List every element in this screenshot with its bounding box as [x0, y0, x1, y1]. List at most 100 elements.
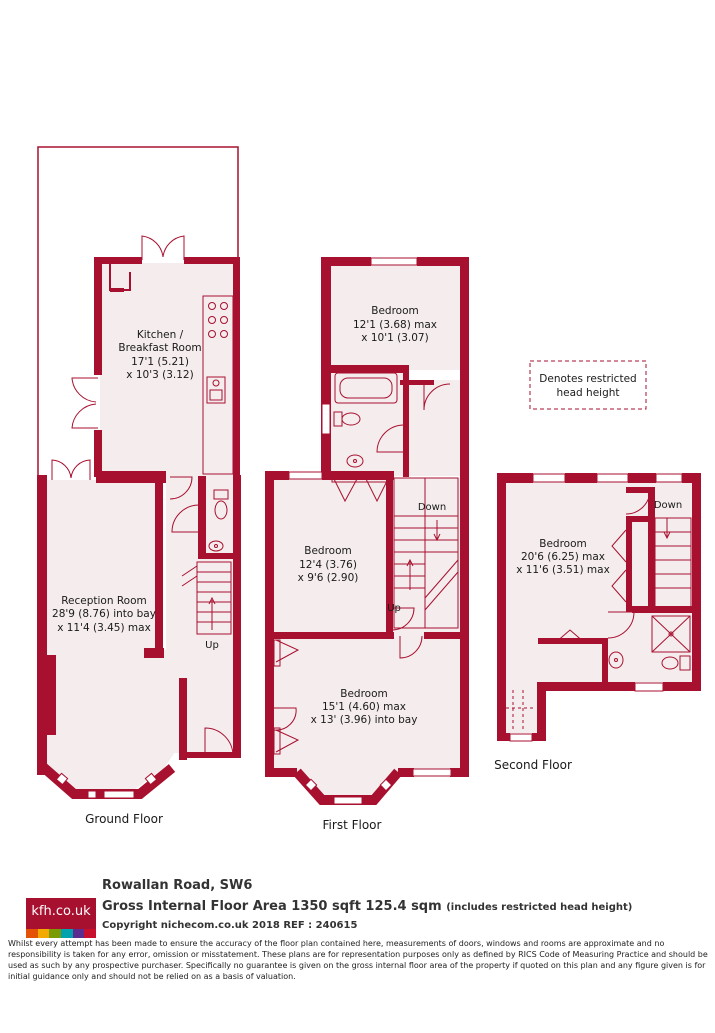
wall — [322, 471, 394, 480]
wall — [96, 475, 166, 483]
garden-outline — [37, 146, 239, 475]
wall — [155, 475, 163, 657]
wall — [602, 642, 608, 684]
wardrobe — [554, 529, 627, 644]
kfh-logo[interactable]: kfh.co.uk — [26, 898, 96, 938]
second-floor-label: Second Floor — [494, 758, 572, 772]
wall — [94, 257, 102, 375]
gia-main: Gross Internal Floor Area 1350 sqft 125.… — [102, 899, 442, 914]
first-bedroom-1-name: Bedroom — [371, 305, 419, 317]
staircase — [181, 561, 232, 635]
bath-icon — [334, 372, 398, 404]
wall — [497, 473, 533, 483]
wall — [265, 471, 274, 777]
hob-icon — [208, 302, 228, 338]
sink-icon — [206, 376, 226, 404]
wc-icon — [213, 489, 229, 520]
first-bedroom-2-dim-2: x 9'6 (2.90) — [298, 572, 359, 584]
french-door-icon — [51, 459, 91, 480]
wall — [321, 257, 331, 477]
logo-color-bars — [26, 929, 96, 938]
wall — [37, 475, 47, 775]
wall — [663, 682, 701, 691]
window — [288, 471, 323, 480]
second-bedroom-dim-1: 20'6 (6.25) max — [521, 551, 605, 563]
wall — [537, 682, 635, 691]
first-bedroom-3-name: Bedroom — [340, 688, 388, 700]
wall — [626, 516, 650, 522]
first-bedroom-3-dim-1: 15'1 (4.60) max — [322, 701, 406, 713]
wall — [497, 473, 506, 741]
kitchen-dim-1: 17'1 (5.21) — [131, 356, 189, 368]
disclaimer: Whilst every attempt has been made to en… — [8, 939, 708, 981]
wall — [400, 380, 434, 385]
wall — [424, 632, 464, 639]
ground-floor-label: Ground Floor — [85, 812, 163, 826]
first-floor-label: First Floor — [323, 818, 382, 832]
logo-bar — [61, 929, 73, 938]
reception-dim-1: 28'9 (8.76) into bay — [52, 608, 156, 620]
wall — [233, 257, 240, 485]
first-stairs-up-label: Up — [387, 603, 401, 614]
wall — [398, 768, 414, 777]
reception-floor — [42, 480, 178, 790]
wall — [184, 257, 240, 264]
wc-icon — [661, 655, 691, 671]
shower-icon — [651, 615, 691, 653]
logo-text: kfh.co.uk — [31, 904, 91, 919]
logo-bar — [37, 929, 50, 938]
wall — [94, 430, 102, 476]
bedroom-mid-floor — [271, 478, 463, 636]
legend-line-1: Denotes restricted — [539, 373, 636, 385]
window — [370, 257, 418, 266]
windows — [509, 473, 683, 742]
wall — [632, 606, 692, 613]
kitchen-floor — [100, 263, 234, 475]
basin-icon — [346, 454, 364, 468]
wc-icon — [333, 411, 361, 427]
wall — [450, 768, 469, 777]
wall — [179, 678, 187, 760]
wall — [403, 365, 409, 477]
bedroom-top-floor — [327, 262, 463, 370]
wall — [198, 476, 206, 556]
basin-icon — [608, 651, 624, 669]
first-bedroom-2-dim-1: 12'4 (3.76) — [299, 559, 357, 571]
staircase — [393, 477, 459, 629]
wall — [94, 257, 142, 264]
first-floor — [265, 257, 469, 805]
copyright: Copyright nichecom.co.uk 2018 REF : 2406… — [102, 920, 358, 931]
wall — [692, 473, 701, 691]
first-bedroom-1-dim-2: x 10'1 (3.07) — [361, 332, 428, 344]
first-bedroom-3-dim-2: x 13' (3.96) into bay — [311, 714, 418, 726]
legend-line-2: head height — [556, 387, 619, 399]
wall — [565, 473, 597, 483]
gross-internal-area: Gross Internal Floor Area 1350 sqft 125.… — [102, 899, 632, 914]
first-bedroom-2-name: Bedroom — [304, 545, 352, 557]
ground-stairs-label: Up — [205, 640, 219, 651]
window — [412, 768, 452, 777]
first-stairs-down-label: Down — [418, 502, 446, 513]
staircase — [654, 517, 692, 609]
kitchen-dim-2: x 10'3 (3.12) — [126, 369, 193, 381]
bay-window-panes — [304, 778, 393, 805]
kitchen-name-1: Kitchen / — [137, 329, 184, 341]
wall — [198, 553, 234, 559]
first-bedroom-1-dim-1: 12'1 (3.68) max — [353, 319, 437, 331]
wardrobe — [273, 477, 389, 755]
wall — [417, 257, 468, 266]
door-swing-icon — [169, 476, 234, 757]
wall — [648, 487, 655, 613]
gia-note: (includes restricted head height) — [446, 902, 633, 913]
second-floor — [497, 473, 701, 742]
wall — [628, 473, 656, 483]
side-door-icon — [71, 377, 98, 429]
wall — [386, 476, 393, 636]
landing-floor — [400, 380, 463, 476]
wall — [184, 752, 241, 758]
wall — [94, 471, 166, 477]
bathroom-floor — [329, 368, 403, 476]
logo-bar — [84, 929, 96, 938]
wall — [233, 475, 241, 757]
